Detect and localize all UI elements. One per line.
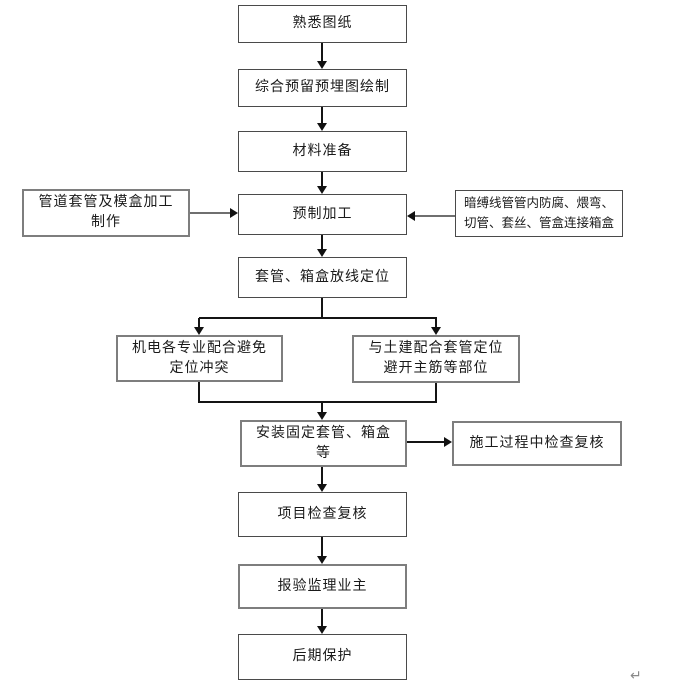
flow-node-sleeve-box-layout: 套管、箱盒放线定位 (238, 257, 407, 298)
arrowhead-down-icon (317, 556, 327, 564)
connector-line (321, 172, 323, 187)
flow-node-material-preparation: 材料准备 (238, 131, 407, 172)
connector-line (198, 318, 200, 328)
connector-line (190, 212, 230, 214)
flow-node-inprocess-inspection: 施工过程中检查复核 (452, 421, 622, 466)
paragraph-return-mark: ↵ (630, 667, 642, 683)
flow-node-project-check: 项目检查复核 (238, 492, 407, 537)
connector-line (321, 298, 323, 318)
arrowhead-down-icon (317, 123, 327, 131)
flow-node-review-drawings: 熟悉图纸 (238, 5, 407, 43)
connector-line (321, 402, 323, 413)
arrowhead-down-icon (431, 327, 441, 335)
connector-line (435, 383, 437, 402)
connector-line (321, 43, 323, 62)
arrowhead-down-icon (317, 61, 327, 69)
arrowhead-down-icon (317, 626, 327, 634)
connector-line (321, 235, 323, 250)
flow-node-mep-coordination: 机电各专业配合避免 定位冲突 (116, 335, 283, 382)
arrowhead-down-icon (194, 327, 204, 335)
arrowhead-right-icon (444, 437, 452, 447)
arrowhead-down-icon (317, 412, 327, 420)
flow-node-embedding-drawing: 综合预留预埋图绘制 (238, 69, 407, 107)
flow-node-civil-coordination: 与土建配合套管定位 避开主筋等部位 (352, 335, 520, 383)
flow-node-conduit-prefab-detail: 暗缚线管管内防腐、煨弯、 切管、套丝、管盒连接箱盒 (455, 190, 623, 237)
connector-line (415, 215, 455, 217)
connector-line (435, 318, 437, 328)
connector-line (199, 317, 437, 319)
arrowhead-down-icon (317, 249, 327, 257)
connector-line (198, 401, 437, 403)
flow-node-install-fix-sleeves: 安装固定套管、箱盒 等 (240, 420, 407, 467)
connector-line (198, 382, 200, 402)
flow-node-later-protection: 后期保护 (238, 634, 407, 680)
connector-line (321, 609, 323, 627)
flow-node-report-supervision: 报验监理业主 (238, 564, 407, 609)
flow-node-pipe-sleeve-fabrication: 管道套管及模盒加工 制作 (22, 189, 190, 237)
arrowhead-down-icon (317, 484, 327, 492)
connector-line (321, 467, 323, 485)
connector-line (321, 107, 323, 124)
arrowhead-right-icon (230, 208, 238, 218)
connector-line (321, 537, 323, 557)
arrowhead-left-icon (407, 211, 415, 221)
arrowhead-down-icon (317, 186, 327, 194)
connector-line (407, 441, 444, 443)
flow-node-prefabrication: 预制加工 (238, 194, 407, 235)
